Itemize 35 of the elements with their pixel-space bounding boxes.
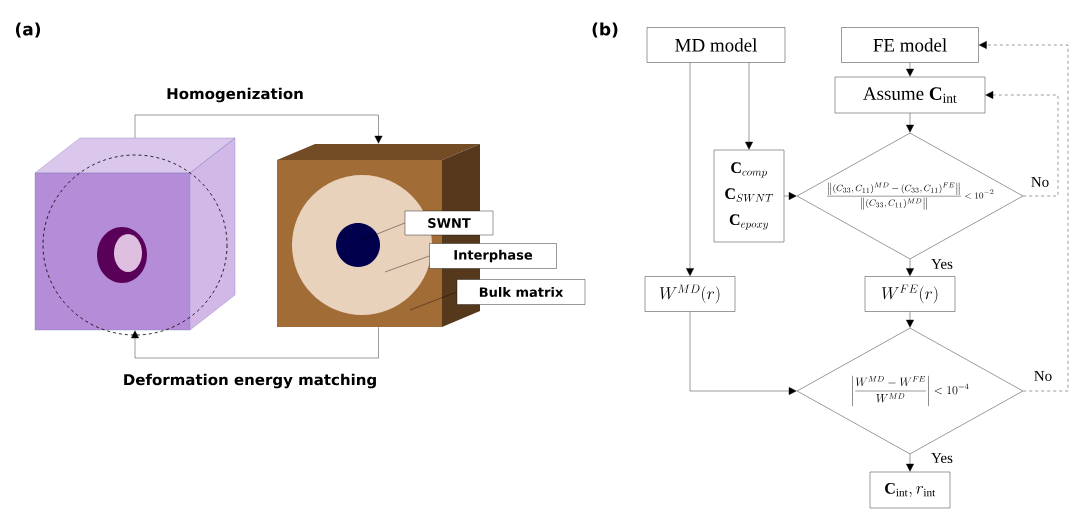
arrow <box>906 259 914 277</box>
arrow <box>906 454 914 472</box>
leader-line <box>409 291 457 311</box>
edge-label: Yes <box>930 258 954 270</box>
arrow <box>745 62 753 150</box>
leader-line <box>384 255 430 273</box>
edge-label: No <box>1029 176 1051 188</box>
panel-label: (a) <box>15 22 41 38</box>
arrow <box>906 311 914 328</box>
edge-label: Yes <box>930 452 954 464</box>
arrow <box>134 114 383 144</box>
process-box: $W^{MD}(r)$ <box>644 276 736 312</box>
callout-label: Interphase <box>429 243 557 269</box>
process-box: Assume C$_{int}$ <box>834 76 986 114</box>
arrow <box>978 41 1069 392</box>
edge-label: Deformation energy matching <box>121 372 379 390</box>
arrow <box>686 62 694 277</box>
arrow <box>689 311 797 395</box>
process-box: MD model <box>646 27 786 63</box>
callout-label: SWNT <box>404 210 494 236</box>
process-box: FE model <box>841 27 979 63</box>
callout-label: Bulk matrix <box>456 279 586 305</box>
arrow <box>906 62 914 77</box>
process-box: $\mathbf{C}_{\mathrm{int}},r_{\mathrm{int}}$ <box>869 471 951 509</box>
arrow <box>985 91 1059 197</box>
arrow <box>906 113 914 133</box>
process-box: $W^{FE}(r)$ <box>864 276 956 312</box>
picture <box>34 137 236 336</box>
arrow <box>131 327 379 359</box>
leader-line <box>361 222 405 241</box>
panel-label: (b) <box>592 22 618 38</box>
arrow <box>784 192 797 200</box>
edge-label: Homogenization <box>165 86 305 104</box>
edge-label: No <box>1032 370 1054 382</box>
process-box: $\mathbf{C}_{comp}$ $\mathbf{C}_{SWNT}$ $\mathbf{C}_{epoxy}$ <box>713 149 785 243</box>
